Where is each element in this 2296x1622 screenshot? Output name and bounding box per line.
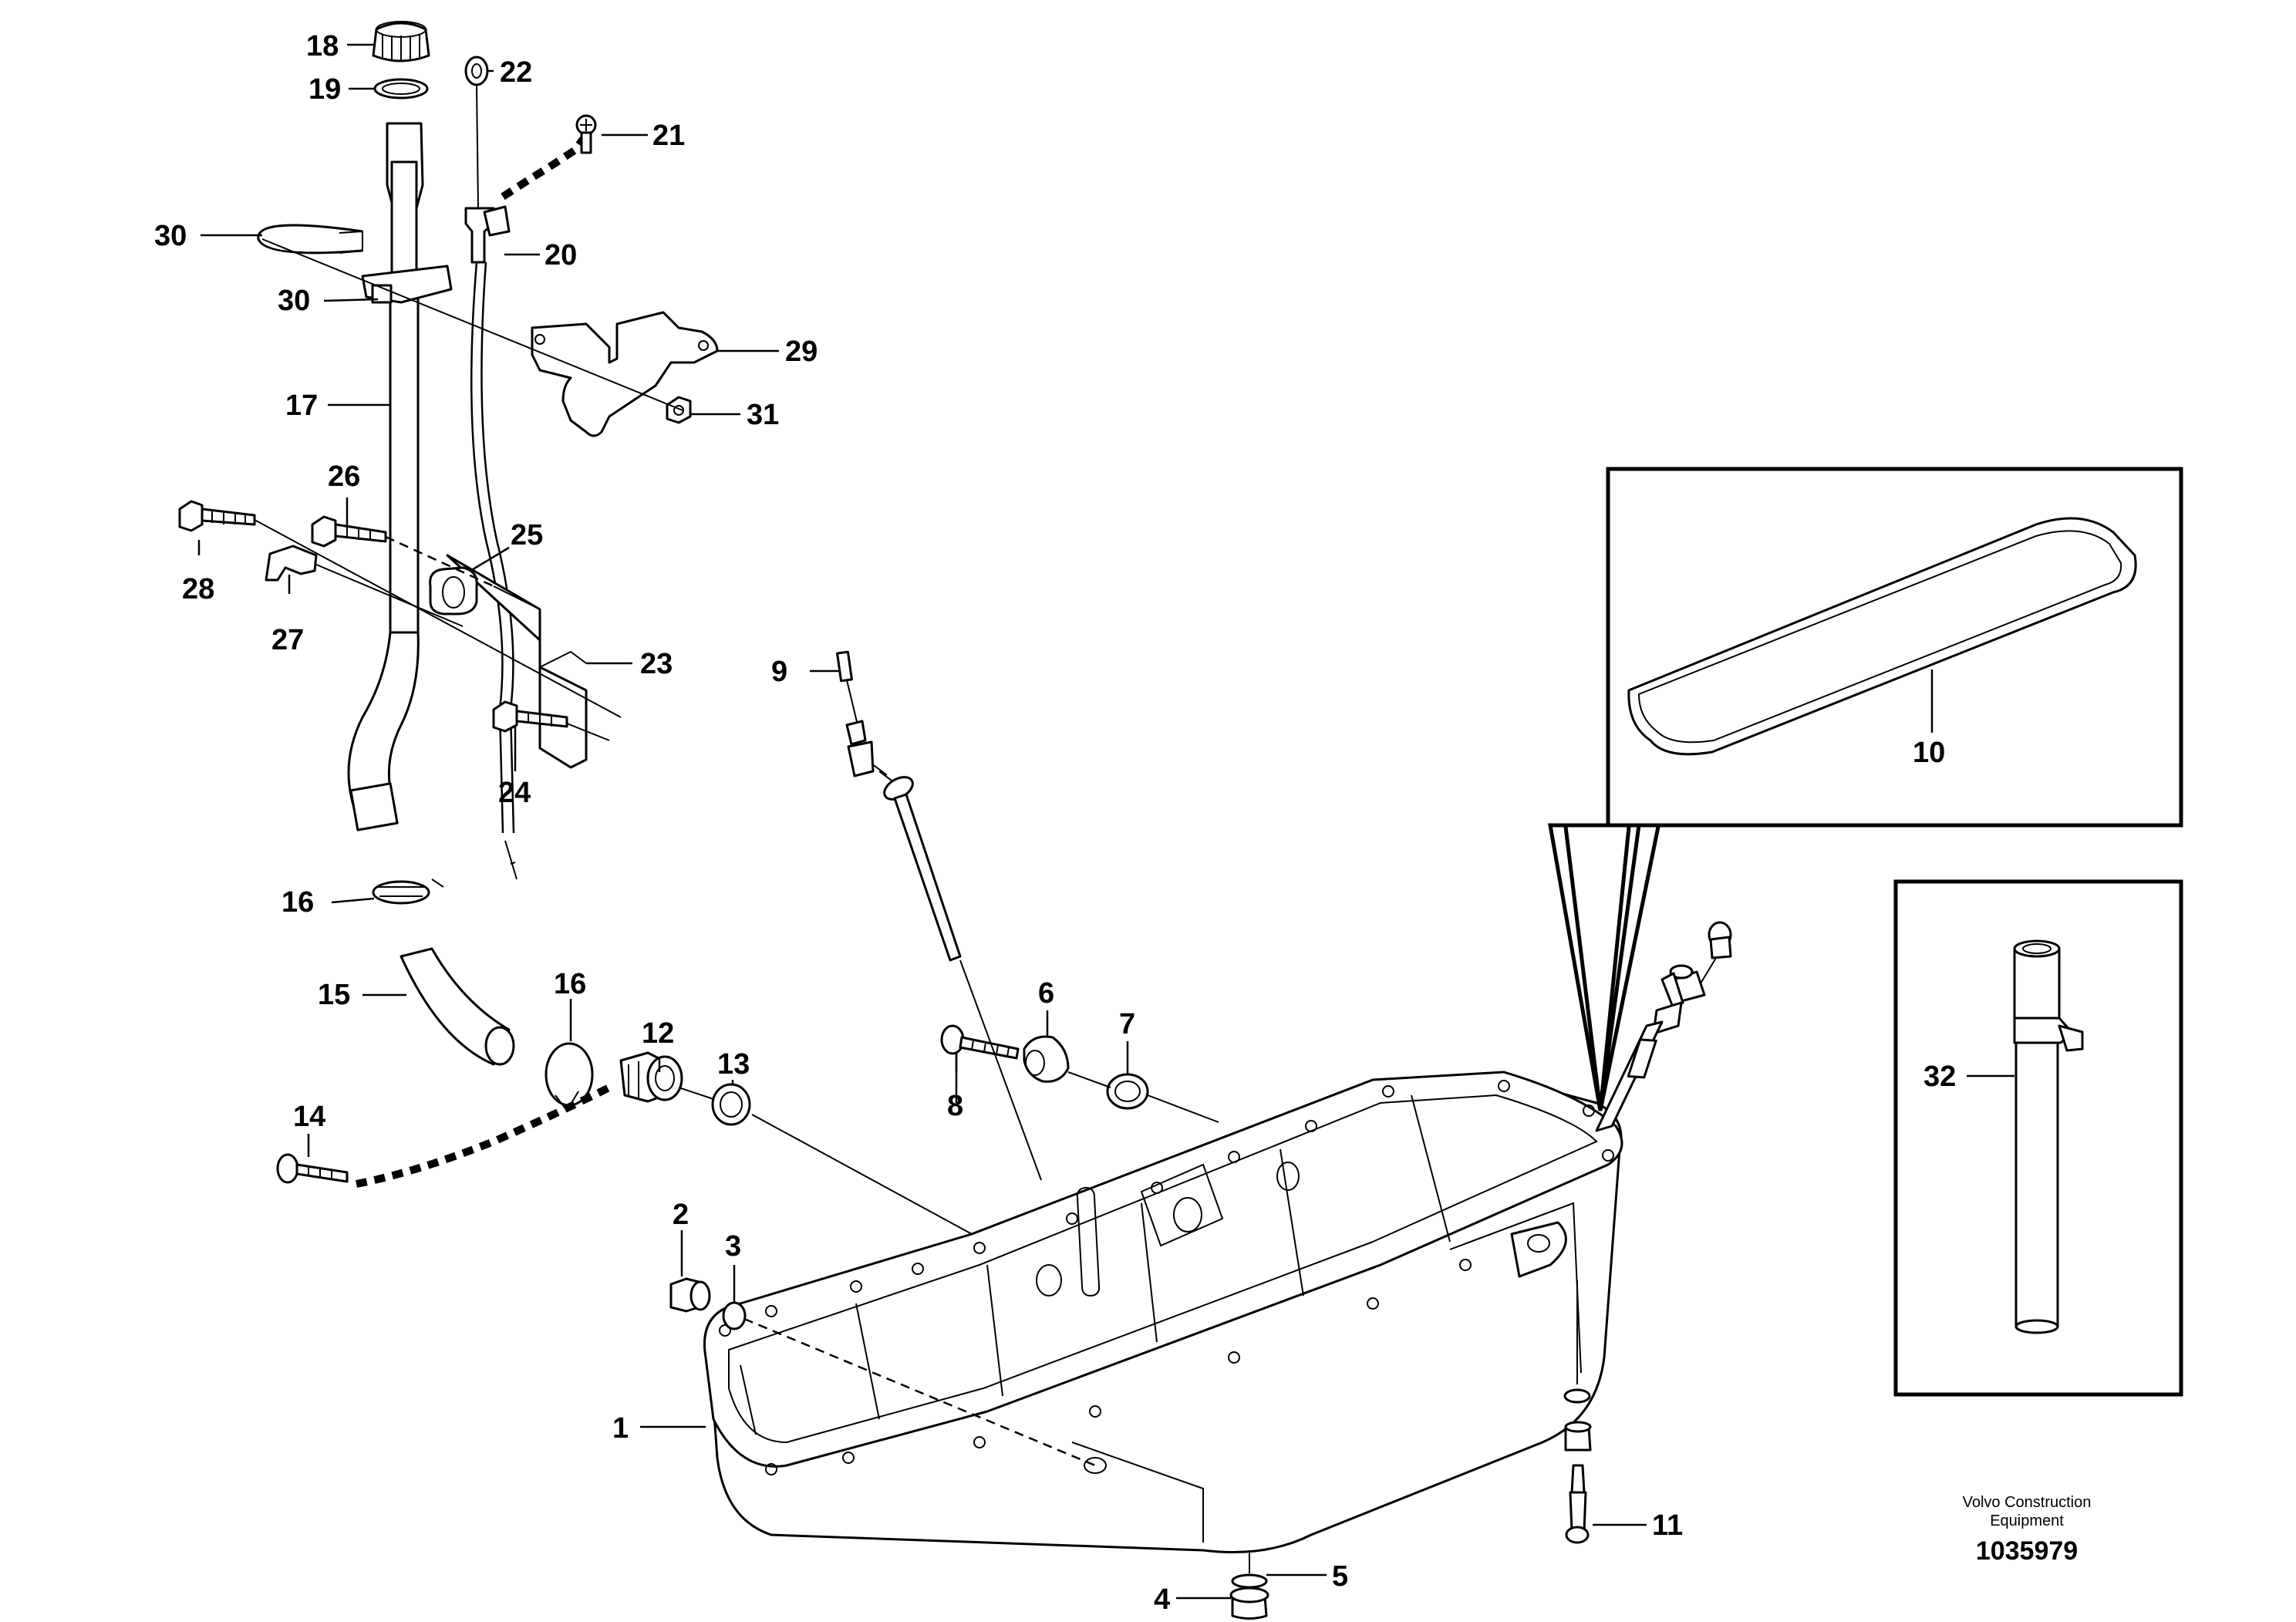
nut-31 [666,396,692,424]
u-bolt-30 [257,224,363,255]
callout-3: 3 [725,1230,741,1263]
callout-labels: 18 19 22 21 20 30 30 17 29 31 26 25 28 2… [154,30,1956,1616]
callout-7: 7 [1119,1008,1135,1040]
callout-4: 4 [1154,1583,1170,1616]
callout-25: 25 [511,519,543,551]
callout-8: 8 [947,1090,963,1122]
callout-12: 12 [642,1017,674,1050]
bolt-14 [276,1153,349,1184]
callout-30a: 30 [154,220,187,252]
document-number: 1035979 [1976,1536,2078,1566]
dipstick-upper [464,56,518,880]
oil-pan [703,1071,1623,1553]
bolt-28 [178,500,256,532]
seal-13 [711,1083,751,1126]
callout-16a: 16 [282,886,314,919]
callout-14: 14 [293,1101,325,1133]
callout-28: 28 [182,573,214,605]
bolt-24 [492,700,568,733]
seal-5 [1231,1573,1268,1589]
callout-22: 22 [500,56,532,89]
plug-2 [669,1277,711,1313]
grommet-6 [1023,1035,1070,1083]
callout-1: 1 [612,1412,629,1445]
clip-27 [265,545,318,582]
callout-30b: 30 [278,285,310,317]
filler-cap [372,21,430,62]
callout-26: 26 [328,460,360,493]
inset-gasket [1548,467,2183,1111]
dipstick-cap-right [1700,921,1732,984]
bolt-26 [311,515,387,548]
hose-clamp-16-upper [372,878,444,905]
fitting-12 [619,1051,683,1103]
callout-21: 21 [652,120,685,152]
company-name-line1: Volvo Construction [1963,1494,2092,1511]
center-lines [254,238,1578,1573]
callout-16b: 16 [554,968,586,1000]
callout-5: 5 [1332,1560,1348,1593]
callout-24: 24 [498,777,531,809]
callout-32: 32 [1923,1061,1956,1093]
filler-tube [347,122,424,831]
callout-17: 17 [285,389,318,422]
inset-tube [1893,879,2183,1397]
callout-11: 11 [1652,1509,1683,1542]
callout-29: 29 [785,336,818,368]
cable-routing-lower [356,1084,612,1188]
callout-18: 18 [306,30,339,62]
drain-valve-11 [1563,1388,1592,1544]
clip-25 [429,566,478,615]
callout-2: 2 [673,1199,689,1231]
company-name-line2: Equipment [1990,1512,2064,1529]
callout-27: 27 [271,624,304,656]
hose-15 [400,947,515,1066]
callout-9: 9 [771,656,787,688]
drain-plug-4 [1229,1587,1269,1620]
callout-31: 31 [747,399,779,431]
cable-routing [501,133,589,201]
tube-clip-30 [361,265,453,304]
callout-20: 20 [544,239,577,271]
oil-level-sensor [836,650,962,962]
seal-3 [722,1301,747,1330]
callout-15: 15 [318,979,350,1011]
callout-23: 23 [640,648,673,680]
callout-10: 10 [1913,737,1945,769]
leader-lines [197,43,2014,1600]
callout-6: 6 [1038,977,1054,1010]
bracket-29 [531,311,719,437]
callout-19: 19 [308,73,341,106]
footer: Volvo Construction Equipment 1035979 [1963,1494,2092,1566]
seal-7 [1106,1073,1149,1110]
dipstick-guide-right [1595,964,1706,1132]
bolt-8 [940,1024,1020,1060]
callout-13: 13 [717,1048,750,1081]
screw-21 [575,114,597,154]
